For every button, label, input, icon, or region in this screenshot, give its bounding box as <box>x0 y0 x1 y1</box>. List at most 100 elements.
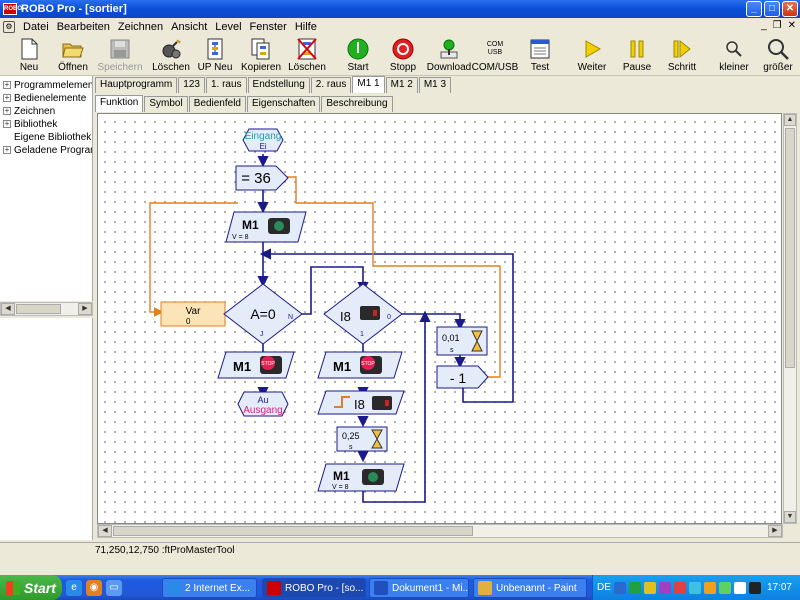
antivirus-tray-icon[interactable] <box>628 581 641 594</box>
tab-m1-3[interactable]: M1 3 <box>418 77 452 93</box>
com-usb-button[interactable]: COM USB COM/USB <box>470 38 520 73</box>
taskbar-button-word[interactable]: Dokument1 - Mi... <box>369 578 469 598</box>
step-button[interactable]: Schritt <box>657 38 707 73</box>
start-button[interactable]: Start <box>0 575 62 600</box>
open-button[interactable]: Öffnen <box>48 38 98 73</box>
pause-button[interactable]: Pause <box>612 38 662 73</box>
tree-item-geladene-programme[interactable]: +Geladene Programme <box>0 144 92 156</box>
tab-2-raus[interactable]: 2. raus <box>310 77 352 93</box>
scroll-left-icon[interactable]: ◀ <box>98 525 112 537</box>
motor-block-top[interactable]: M1 V = 8 <box>225 211 307 243</box>
assign-block[interactable]: = 36 <box>235 165 289 191</box>
tab-1-raus[interactable]: 1. raus <box>205 77 247 93</box>
expand-icon[interactable]: + <box>3 145 11 154</box>
tree-horizontal-scrollbar[interactable]: ◀ ▶ <box>0 302 93 316</box>
speaker-tray-icon[interactable] <box>733 581 746 594</box>
wait-block-025[interactable]: 0,25 s <box>336 426 388 452</box>
test-button[interactable]: Test <box>515 38 565 73</box>
new-button[interactable]: Neu <box>4 38 54 73</box>
tab-symbol[interactable]: Symbol <box>144 96 188 112</box>
tab-123[interactable]: 123 <box>178 77 205 93</box>
app-tray-icon[interactable] <box>658 581 671 594</box>
program-canvas[interactable]: Eingang Ei = 36 M1 V = 8 Var 0 <box>97 113 782 524</box>
language-indicator[interactable]: DE <box>597 582 611 593</box>
scroll-up-icon[interactable]: ▲ <box>784 114 796 126</box>
network-tray-icon[interactable] <box>613 581 626 594</box>
desktop-quicklaunch-icon[interactable]: ▭ <box>106 579 122 596</box>
menu-fenster[interactable]: Fenster <box>249 21 287 33</box>
taskbar-button-robo-pro[interactable]: ROBO Pro - [so... <box>262 578 366 598</box>
media-tray-icon[interactable] <box>748 581 761 594</box>
tree-item-eigene-bibliothek[interactable]: Eigene Bibliothek <box>0 131 92 143</box>
output-block-ausgang[interactable]: Au Ausgang <box>237 391 289 417</box>
expand-icon[interactable]: + <box>3 119 11 128</box>
firefox-quicklaunch-icon[interactable]: ◉ <box>86 579 102 596</box>
delete-subprogram-button[interactable]: Löschen <box>282 38 332 73</box>
start-button[interactable]: Start <box>333 38 383 73</box>
save-button[interactable]: Speichern <box>95 38 145 73</box>
scroll-thumb[interactable] <box>785 128 795 368</box>
taskbar-button-internet-explorer[interactable]: 2 Internet Ex... <box>162 578 257 598</box>
scroll-left-icon[interactable]: ◀ <box>1 303 15 315</box>
motor-block-bottom[interactable]: M1 V = 8 <box>317 463 405 492</box>
zoom-in-button[interactable]: größer <box>753 38 800 73</box>
new-subprogram-button[interactable]: UP Neu <box>190 38 240 73</box>
tree-item-bibliothek[interactable]: +Bibliothek <box>0 118 92 130</box>
close-button[interactable]: ✕ <box>782 1 798 17</box>
tab-funktion[interactable]: Funktion <box>95 95 144 112</box>
document-menu-icon[interactable]: ⚙ <box>3 21 15 33</box>
menu-bearbeiten[interactable]: Bearbeiten <box>56 21 110 33</box>
robo-app-icon[interactable]: ROBO <box>3 3 22 15</box>
tree-item-bedienelemente[interactable]: +Bedienelemente <box>0 92 92 104</box>
wait-block-001[interactable]: 0,01 s <box>436 326 488 356</box>
menu-datei[interactable]: Datei <box>23 21 49 33</box>
mdi-restore-button[interactable]: ❐ <box>772 20 782 31</box>
delete-button[interactable]: Löschen <box>146 38 196 73</box>
expand-icon[interactable]: + <box>3 93 11 102</box>
scroll-right-icon[interactable]: ▶ <box>78 303 92 315</box>
tab-beschreibung[interactable]: Beschreibung <box>321 96 393 112</box>
stop-button[interactable]: Stopp <box>378 38 428 73</box>
tree-item-programmelemente[interactable]: +Programmelemente <box>0 79 92 91</box>
expand-icon[interactable]: + <box>3 106 11 115</box>
tab-bedienfeld[interactable]: Bedienfeld <box>188 96 246 112</box>
input-block-eingang[interactable]: Eingang Ei <box>242 128 284 152</box>
usb-tray-icon[interactable] <box>688 581 701 594</box>
tab-m1-1[interactable]: M1 1 <box>352 76 385 93</box>
alert-tray-icon[interactable] <box>673 581 686 594</box>
menu-zeichnen[interactable]: Zeichnen <box>117 21 164 33</box>
shield-tray-icon[interactable] <box>703 581 716 594</box>
tree-item-zeichnen[interactable]: +Zeichnen <box>0 105 92 117</box>
sensor-wait-block[interactable]: I8 <box>317 390 405 415</box>
decrement-block[interactable]: - 1 <box>436 365 489 389</box>
download-button[interactable]: Download <box>424 38 474 73</box>
tab-endstellung[interactable]: Endstellung <box>247 77 310 93</box>
minimize-button[interactable]: _ <box>746 1 762 17</box>
copy-button[interactable]: Kopieren <box>236 38 286 73</box>
sensor-decision[interactable]: I8 0 1 <box>323 283 403 345</box>
security-tray-icon[interactable] <box>643 581 656 594</box>
expand-icon[interactable]: + <box>3 80 11 89</box>
update-tray-icon[interactable] <box>718 581 731 594</box>
compare-decision[interactable]: A=0 N J <box>223 283 303 345</box>
menu-ansicht[interactable]: Ansicht <box>171 21 208 33</box>
scroll-thumb[interactable] <box>16 304 61 314</box>
tab-hauptprogramm[interactable]: Hauptprogramm <box>95 77 178 93</box>
tab-eigenschaften[interactable]: Eigenschaften <box>246 96 321 112</box>
scroll-right-icon[interactable]: ▶ <box>768 525 782 537</box>
scroll-down-icon[interactable]: ▼ <box>784 511 796 523</box>
menu-level[interactable]: Level <box>215 21 242 33</box>
mdi-minimize-button[interactable]: _ <box>761 20 767 31</box>
menu-hilfe[interactable]: Hilfe <box>294 21 317 33</box>
continue-button[interactable]: Weiter <box>567 38 617 73</box>
canvas-horizontal-scrollbar[interactable]: ◀ ▶ <box>97 524 783 538</box>
clock[interactable]: 17:07 <box>766 582 792 593</box>
maximize-button[interactable]: □ <box>764 1 780 17</box>
variable-block[interactable]: Var 0 <box>160 301 226 327</box>
zoom-out-button[interactable]: kleiner <box>709 38 759 73</box>
scroll-thumb[interactable] <box>113 526 473 536</box>
internet-explorer-quicklaunch-icon[interactable]: e <box>66 579 82 596</box>
mdi-close-button[interactable]: ✕ <box>787 20 796 31</box>
canvas-vertical-scrollbar[interactable]: ▲ ▼ <box>783 113 797 524</box>
taskbar-button-paint[interactable]: Unbenannt - Paint <box>473 578 587 598</box>
